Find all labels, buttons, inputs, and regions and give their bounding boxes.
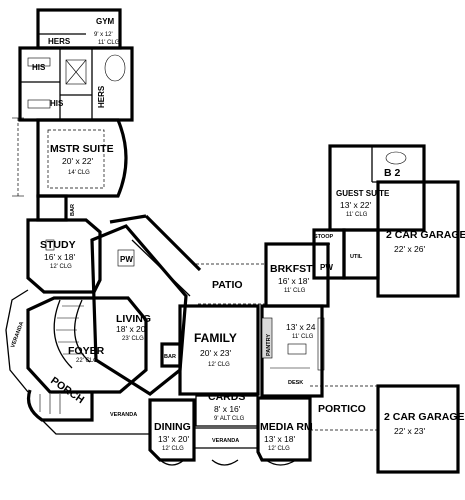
- gym-label: GYM: [96, 17, 115, 26]
- portico-label: PORTICO: [318, 403, 366, 415]
- veranda-bottom-left-label: VERANDA: [110, 412, 137, 418]
- veranda-left-label: VERANDA: [10, 321, 25, 349]
- b2-label: B 2: [384, 167, 401, 179]
- garage-upper-label: 2 CAR GARAGE: [386, 229, 465, 241]
- master-suite-clg: 14' CLG: [68, 170, 90, 176]
- dining-dim: 13' x 20': [158, 434, 190, 444]
- cards-dim: 8' x 16': [214, 404, 241, 414]
- pw-right-label: PW: [320, 263, 333, 272]
- master-suite-dim: 20' x 22': [62, 156, 94, 166]
- guest-suite-clg: 11' CLG: [346, 212, 368, 218]
- garage-upper-dim: 22' x 26': [394, 244, 426, 254]
- foyer-clg: 22' CLG: [76, 358, 98, 364]
- study-dim: 16' x 18': [44, 252, 76, 262]
- living-label: LIVING: [116, 313, 151, 325]
- gym-dim: 9' x 12': [94, 32, 113, 38]
- gallery-walls: [109, 214, 202, 297]
- bar-upper-label: BAR: [70, 204, 76, 216]
- bar-center-label: BAR: [164, 354, 176, 360]
- brkfst-dim: 16' x 18': [278, 276, 310, 286]
- pantry-label: PANTRY: [266, 334, 272, 356]
- patio-label: PATIO: [212, 279, 243, 291]
- master-suite-label: MSTR SUITE: [50, 143, 114, 155]
- media-clg: 12' CLG: [268, 446, 290, 452]
- living-dim: 18' x 20': [116, 324, 148, 334]
- cards-label: CARDS: [208, 391, 245, 403]
- dining-clg: 12' CLG: [162, 446, 184, 452]
- brkfst-label: BRKFST: [270, 263, 313, 275]
- his-bath-label: HIS: [50, 99, 64, 108]
- dining-label: DINING: [154, 421, 191, 433]
- media-label: MEDIA RM: [260, 421, 313, 433]
- study-clg: 12' CLG: [50, 264, 72, 270]
- foyer-label: FOYER: [68, 345, 105, 357]
- brkfst-clg: 11' CLG: [284, 288, 306, 294]
- kitchen-walls: [260, 242, 330, 398]
- garage-lower-dim: 22' x 23': [394, 426, 426, 436]
- garage-lower-label: 2 CAR GARAGE: [384, 411, 465, 423]
- gym-clg: 11' CLG: [98, 40, 120, 46]
- stoop-label: STOOP: [314, 234, 333, 240]
- family-area-walls: [148, 263, 312, 466]
- garage-walls: [310, 180, 460, 474]
- desk-label: DESK: [288, 380, 303, 386]
- family-clg: 12' CLG: [208, 362, 230, 368]
- study-label: STUDY: [40, 239, 76, 251]
- cards-clg: 9' ALT CLG: [214, 416, 245, 422]
- pw-left-label: PW: [120, 255, 133, 264]
- kitchen-clg: 11' CLG: [292, 334, 314, 340]
- hers-closet-label: HERS: [48, 37, 71, 46]
- veranda-bottom-label: VERANDA: [212, 438, 239, 444]
- util-label: UTIL: [350, 254, 363, 260]
- family-label: FAMILY: [194, 331, 237, 345]
- his-closet-label: HIS: [32, 63, 46, 72]
- guest-suite-dim: 13' x 22': [340, 200, 372, 210]
- family-dim: 20' x 23': [200, 348, 232, 358]
- guest-suite-label: GUEST SUITE: [336, 189, 390, 198]
- living-clg: 23' CLG: [122, 336, 144, 342]
- kitchen-dim: 13' x 24: [286, 322, 316, 332]
- hers-bath-label: HERS: [97, 85, 106, 108]
- study-foyer-walls: [5, 218, 150, 435]
- media-dim: 13' x 18': [264, 434, 296, 444]
